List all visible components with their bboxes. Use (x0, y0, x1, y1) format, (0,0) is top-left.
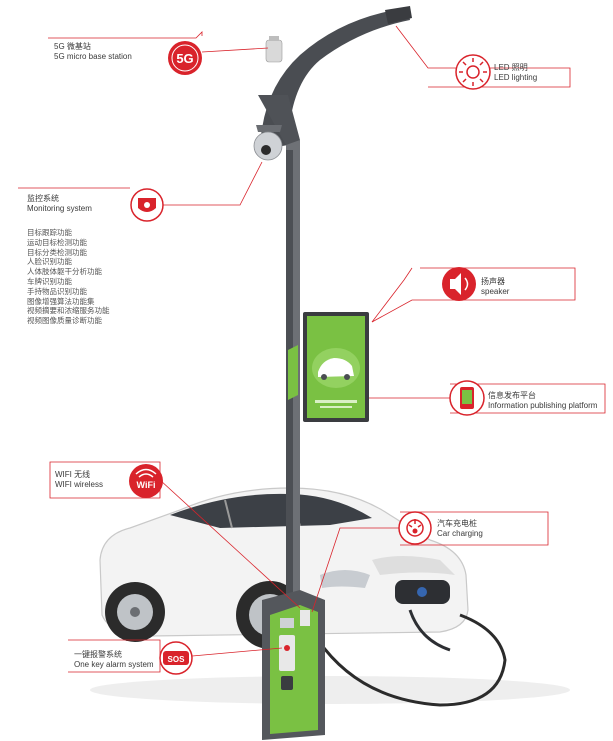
callout-sos-zh: 一键报警系统 (74, 650, 122, 659)
callout-lines (18, 25, 606, 673)
feature-item: 人脸识别功能 (27, 257, 72, 267)
callout-wifi-en: WIFI wireless (55, 480, 103, 489)
callout-charging-zh: 汽车充电桩 (437, 519, 477, 528)
5g-badge-icon: 5G (168, 41, 202, 75)
callout-wifi: WIFI 无线 WIFI wireless (55, 470, 103, 490)
feature-item: 视频摘要和浓缩服务功能 (27, 306, 110, 316)
sun-icon (455, 54, 491, 90)
wifi-icon: WiFi (129, 464, 163, 498)
callout-charging: 汽车充电桩 Car charging (437, 519, 483, 539)
callout-led-zh: LED 照明 (494, 63, 528, 72)
callout-led-en: LED lighting (494, 73, 538, 82)
side-green-panel (288, 345, 298, 400)
callout-info-platform: 信息发布平台 Information publishing platform (488, 391, 597, 411)
callout-sos-en: One key alarm system (74, 660, 154, 669)
charger-icon (398, 511, 432, 545)
feature-item: 手持物品识别功能 (27, 286, 87, 296)
feature-item: 视频图像质量诊断功能 (27, 316, 102, 326)
display-icon (449, 380, 485, 416)
feature-item: 运动目标检测功能 (27, 237, 87, 247)
camera-icon (130, 188, 164, 222)
callout-charging-en: Car charging (437, 529, 483, 538)
callout-speaker-en: speaker (481, 287, 510, 296)
callout-5g-zh: 5G 微基站 (54, 42, 91, 51)
callout-speaker-zh: 扬声器 (481, 277, 505, 286)
callout-5g-en: 5G micro base station (54, 52, 132, 61)
speaker-icon (442, 267, 476, 301)
5g-antenna (265, 39, 283, 63)
callout-led: LED 照明 LED lighting (494, 63, 537, 83)
camera-mount (256, 125, 282, 132)
sos-icon: SOS (159, 641, 193, 675)
sos-badge-text: SOS (168, 655, 186, 664)
feature-item: 目标跟踪功能 (27, 228, 72, 237)
callout-monitoring-zh: 监控系统 (27, 194, 59, 203)
feature-item: 车牌识别功能 (27, 276, 72, 286)
ground-shadow (90, 676, 570, 704)
callout-speaker: 扬声器 speaker (481, 277, 509, 297)
charging-cable (316, 613, 507, 707)
feature-item: 图像增强算法功能集 (27, 296, 95, 306)
callout-5g: 5G 微基站 5G micro base station (54, 42, 132, 62)
pole (253, 6, 412, 740)
wifi-badge-text: WiFi (137, 480, 156, 490)
callout-monitoring-en: Monitoring system (27, 204, 92, 213)
callout-sos: 一键报警系统 One key alarm system (74, 650, 154, 670)
callout-info-en: Information publishing platform (488, 401, 598, 410)
display-screen (303, 312, 369, 422)
callout-monitoring: 监控系统 Monitoring system (27, 194, 92, 214)
callout-wifi-zh: WIFI 无线 (55, 470, 91, 479)
monitoring-feature-list: 目标跟踪功能 运动目标检测功能 目标分类检测功能 人脸识别功能 人体肢体躯干分析… (27, 228, 110, 326)
callout-info-zh: 信息发布平台 (488, 391, 536, 400)
feature-item: 人体肢体躯干分析功能 (27, 267, 102, 277)
rear-wheel (105, 582, 165, 642)
car-logo-icon (417, 587, 427, 597)
screen-car-icon (318, 358, 354, 377)
feature-item: 目标分类检测功能 (27, 247, 87, 257)
5g-badge-text: 5G (176, 51, 193, 66)
